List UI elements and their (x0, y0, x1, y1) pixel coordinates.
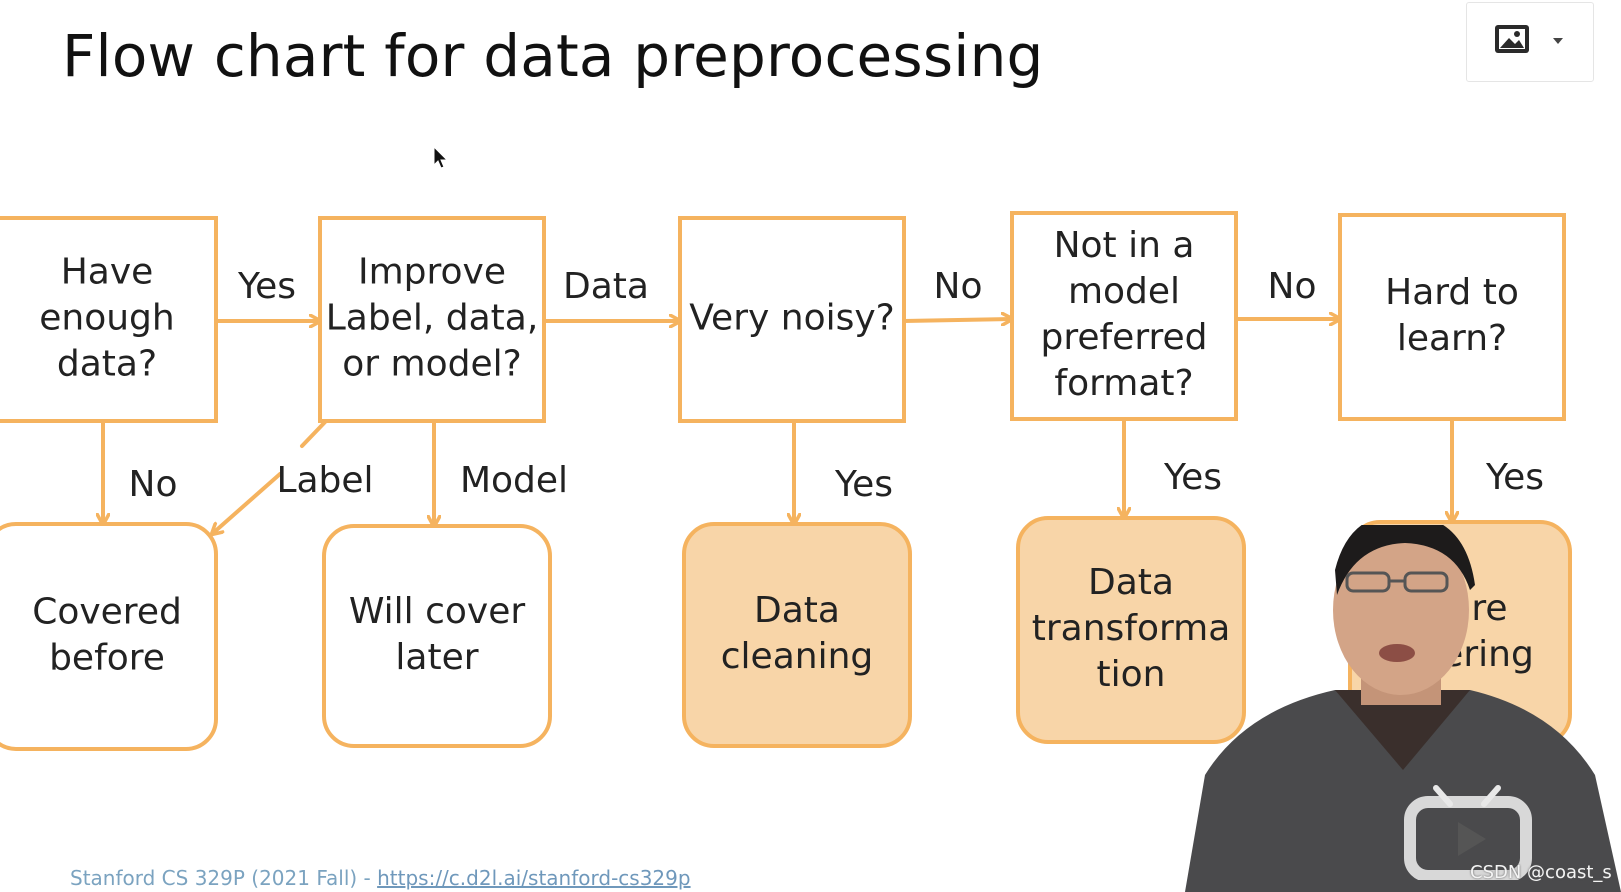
edge-label-enough-covered: No (129, 464, 178, 505)
node-text-later: Will cover (349, 591, 526, 632)
node-text-improve: or model? (342, 344, 521, 385)
edge-label-enough-improve: Yes (237, 266, 296, 307)
node-box-enough (0, 216, 218, 423)
edge-label-format-transform: Yes (1163, 457, 1222, 498)
node-box-transform (1016, 516, 1246, 744)
node-text-covered: before (49, 638, 165, 679)
node-text-format: format? (1054, 363, 1193, 404)
node-text-hard: learn? (1397, 318, 1507, 359)
node-text-hard: Hard to (1385, 272, 1519, 313)
node-text-improve: Improve (358, 252, 506, 293)
node-text-transform: transforma (1032, 608, 1231, 649)
node-text-format: preferred (1040, 317, 1207, 358)
mouse-cursor-icon (433, 146, 449, 169)
node-text-enough: enough (39, 298, 174, 339)
footer-link[interactable]: https://c.d2l.ai/stanford-cs329p (377, 866, 691, 890)
node-text-cleaning: cleaning (721, 636, 874, 677)
node-box-format (1010, 211, 1238, 421)
edge-label-format-hard: No (1268, 266, 1317, 307)
edge-label-improve-later: Model (460, 460, 568, 501)
node-box-later (322, 524, 552, 748)
node-text-enough: data? (57, 344, 157, 385)
footer-credit: Stanford CS 329P (2021 Fall) - https://c… (70, 866, 691, 890)
node-text-noisy: Very noisy? (689, 298, 895, 339)
edge-line-noisy-format (902, 319, 1012, 321)
node-text-improve: Label, data, (326, 298, 539, 339)
video-player-logo-icon (1404, 785, 1532, 880)
picture-in-picture-control[interactable] (1466, 2, 1594, 82)
node-box-covered (0, 522, 218, 751)
watermark: CSDN @coast_s (1470, 862, 1612, 883)
node-text-format: model (1068, 271, 1180, 312)
node-text-later: later (395, 637, 478, 678)
edge-label-noisy-format: No (934, 266, 983, 307)
edge-label-improve-noisy: Data (563, 266, 649, 307)
node-box-cleaning (682, 522, 912, 748)
node-text-transform: tion (1097, 654, 1166, 695)
slide-title: Flow chart for data preprocessing (62, 22, 1044, 90)
node-box-noisy (678, 216, 906, 423)
node-box-improve (318, 216, 546, 423)
edge-label-improve-covered: Label (276, 460, 373, 501)
node-box-hard (1338, 213, 1566, 421)
node-text-format: Not in a (1054, 225, 1195, 266)
edge-label-noisy-cleaning: Yes (834, 464, 893, 505)
edge-line-improve-covered (212, 472, 282, 534)
node-text-covered: Covered (32, 592, 182, 633)
node-text-cleaning: Data (754, 590, 840, 631)
node-text-transform: Data (1088, 562, 1174, 603)
node-text-enough: Have (61, 252, 154, 293)
chevron-down-icon (1553, 38, 1563, 44)
edge-line-improve-covered-a (300, 419, 328, 448)
image-icon (1495, 25, 1563, 53)
footer-text: Stanford CS 329P (2021 Fall) - (70, 866, 378, 890)
edge-label-hard-feature: Yes (1485, 457, 1544, 498)
presenter-video (1185, 525, 1621, 892)
